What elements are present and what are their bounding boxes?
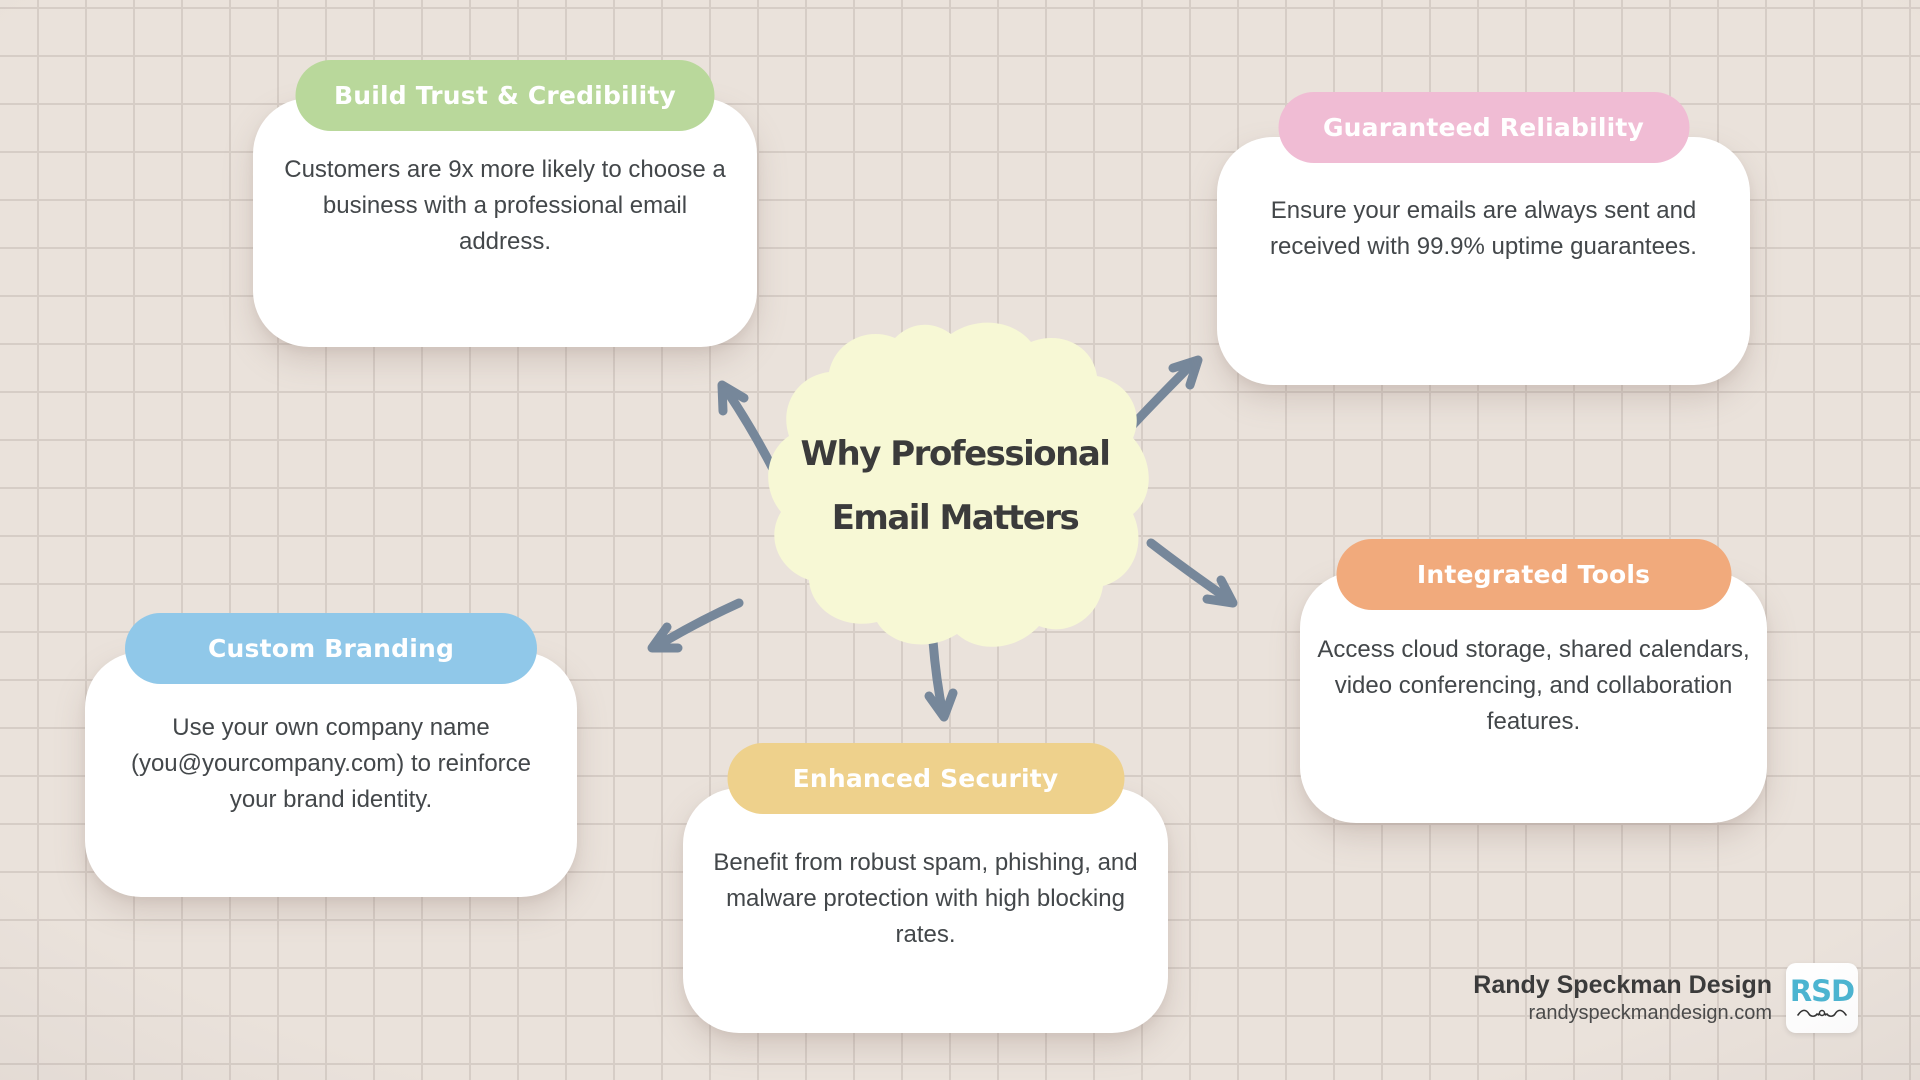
card-integrated-tools-body: Access cloud storage, shared calendars, … — [1317, 636, 1750, 735]
brand-name: Randy Speckman Design — [1473, 971, 1772, 999]
arrow-to-custom-branding — [647, 598, 744, 653]
card-guaranteed-reliability-header: Guaranteed Reliability — [1278, 92, 1689, 163]
card-build-trust: Build Trust & Credibility Customers are … — [253, 60, 757, 347]
card-enhanced-security: Enhanced Security Benefit from robust sp… — [683, 743, 1168, 1033]
card-integrated-tools-header: Integrated Tools — [1336, 539, 1731, 610]
central-title-line-1: Why Professional — [800, 434, 1111, 474]
card-custom-branding-body: Use your own company name (you@yourcompa… — [130, 714, 532, 813]
card-build-trust-header: Build Trust & Credibility — [295, 60, 715, 131]
card-build-trust-body: Customers are 9x more likely to choose a… — [284, 156, 726, 255]
card-custom-branding: Custom Branding Use your own company nam… — [85, 613, 577, 897]
card-guaranteed-reliability-body: Ensure your emails are always sent and r… — [1270, 197, 1697, 260]
rsd-logo-text: RSD — [1789, 974, 1855, 1008]
arrow-to-integrated-tools — [1146, 538, 1238, 608]
central-topic: Why Professional Email Matters — [755, 312, 1155, 660]
card-custom-branding-header: Custom Branding — [125, 613, 537, 684]
card-integrated-tools: Integrated Tools Access cloud storage, s… — [1300, 539, 1767, 823]
central-topic-title: Why Professional Email Matters — [755, 312, 1155, 660]
rsd-logo: RSD — [1786, 963, 1858, 1033]
card-enhanced-security-body: Benefit from robust spam, phishing, and … — [713, 849, 1138, 948]
blob-shape — [768, 322, 1149, 647]
card-enhanced-security-header: Enhanced Security — [727, 743, 1124, 814]
card-guaranteed-reliability: Guaranteed Reliability Ensure your email… — [1217, 92, 1750, 385]
brand-website: randyspeckmandesign.com — [1528, 1002, 1772, 1024]
central-title-line-2: Email Matters — [831, 498, 1080, 538]
logo-flourish-icon — [1797, 1009, 1847, 1018]
footer-credit: Randy Speckman Design randyspeckmandesig… — [1473, 963, 1858, 1033]
